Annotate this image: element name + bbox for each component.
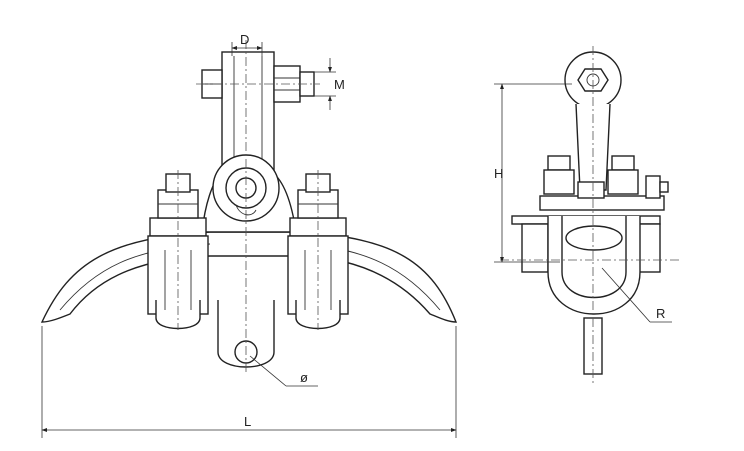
dimension-h	[494, 83, 572, 263]
label-l: L	[244, 414, 251, 429]
dimension-l	[41, 326, 457, 438]
dimension-m	[314, 58, 336, 110]
front-view: D M ø L	[40, 32, 458, 438]
label-h: H	[494, 166, 503, 181]
label-phi: ø	[300, 370, 308, 385]
label-r: R	[656, 306, 665, 321]
label-m: M	[334, 77, 345, 92]
dimension-d	[231, 42, 263, 56]
side-view: H R	[494, 46, 680, 384]
label-d: D	[240, 32, 249, 47]
